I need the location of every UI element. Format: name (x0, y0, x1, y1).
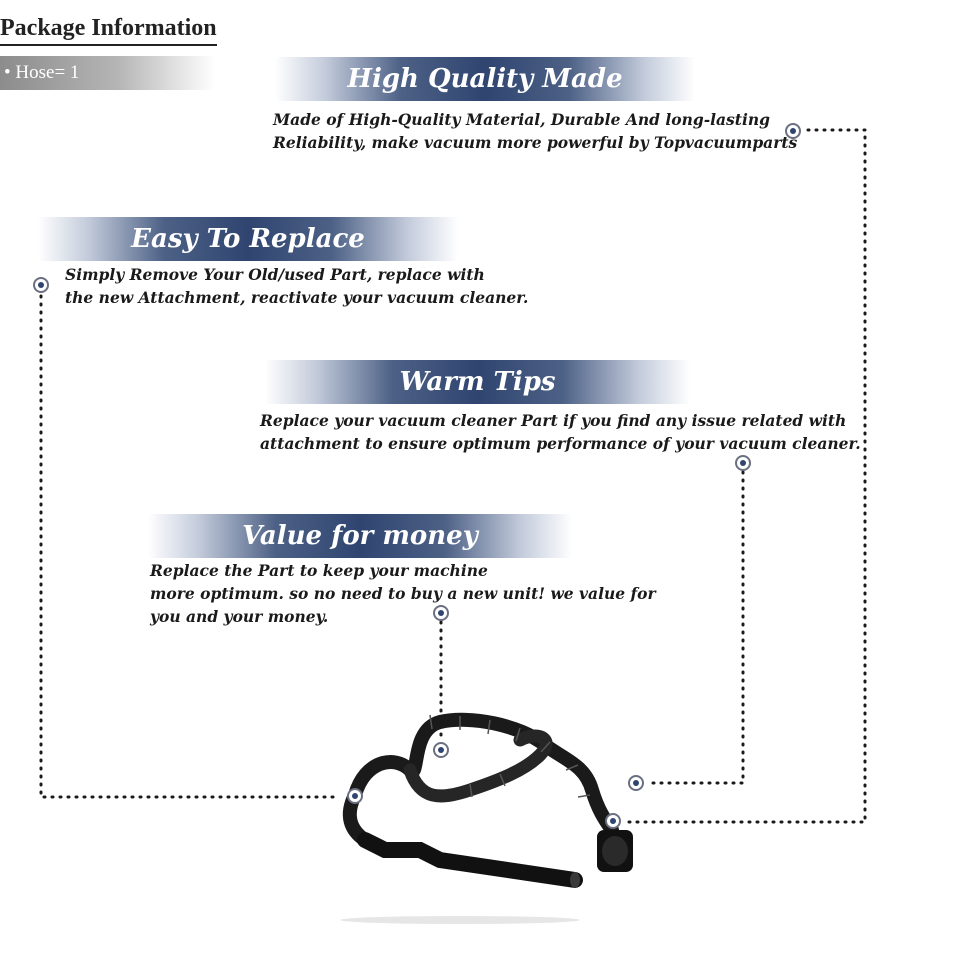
connector-high-quality (624, 128, 867, 824)
hose-cuff-opening (602, 836, 628, 866)
marker-hose-coil (433, 742, 449, 758)
hose-wand (357, 832, 583, 888)
marker-easy-replace (33, 277, 49, 293)
marker-hose-cuff (605, 813, 621, 829)
feature-desc-high-quality: Made of High-Quality Material, Durable A… (273, 108, 797, 154)
hose-ribbing (429, 714, 591, 798)
desc-line: the new Attachment, reactivate your vacu… (65, 288, 529, 307)
feature-desc-warm-tips: Replace your vacuum cleaner Part if you … (260, 409, 861, 455)
marker-high-quality (785, 123, 801, 139)
hose-coil-inner (403, 729, 553, 803)
desc-line: Simply Remove Your Old/used Part, replac… (65, 265, 485, 284)
feature-banner-warm-tips: Warm Tips (265, 360, 690, 404)
feature-banner-value-money: Value for money (148, 514, 572, 558)
marker-hose-right (628, 775, 644, 791)
marker-value-money (433, 605, 449, 621)
package-item-hose: • Hose= 1 (0, 56, 215, 90)
wand-tip (570, 872, 580, 888)
desc-line: more optimum. so no need to buy a new un… (150, 584, 656, 603)
desc-line: attachment to ensure optimum performance… (260, 434, 861, 453)
feature-desc-value-money: Replace the Part to keep your machine mo… (150, 559, 656, 628)
feature-desc-easy-replace: Simply Remove Your Old/used Part, replac… (65, 263, 528, 309)
connector-warm-tips (648, 470, 745, 785)
desc-line: Made of High-Quality Material, Durable A… (273, 110, 770, 129)
package-information-title: Package Information (0, 14, 217, 46)
dotted-connectors (39, 128, 867, 824)
hose-shadow (340, 916, 580, 924)
connector-easy-replace (39, 294, 342, 799)
desc-line: Reliability, make vacuum more powerful b… (273, 133, 798, 152)
desc-line: you and your money. (150, 607, 329, 626)
marker-warm-tips (735, 455, 751, 471)
feature-banner-high-quality: High Quality Made (275, 57, 695, 101)
desc-line: Replace your vacuum cleaner Part if you … (260, 411, 847, 430)
marker-hose-bend (347, 788, 363, 804)
vacuum-hose-image (340, 712, 633, 924)
desc-line: Replace the Part to keep your machine (150, 561, 488, 580)
hose-coil-outer (348, 712, 619, 837)
feature-banner-easy-replace: Easy To Replace (38, 217, 458, 261)
